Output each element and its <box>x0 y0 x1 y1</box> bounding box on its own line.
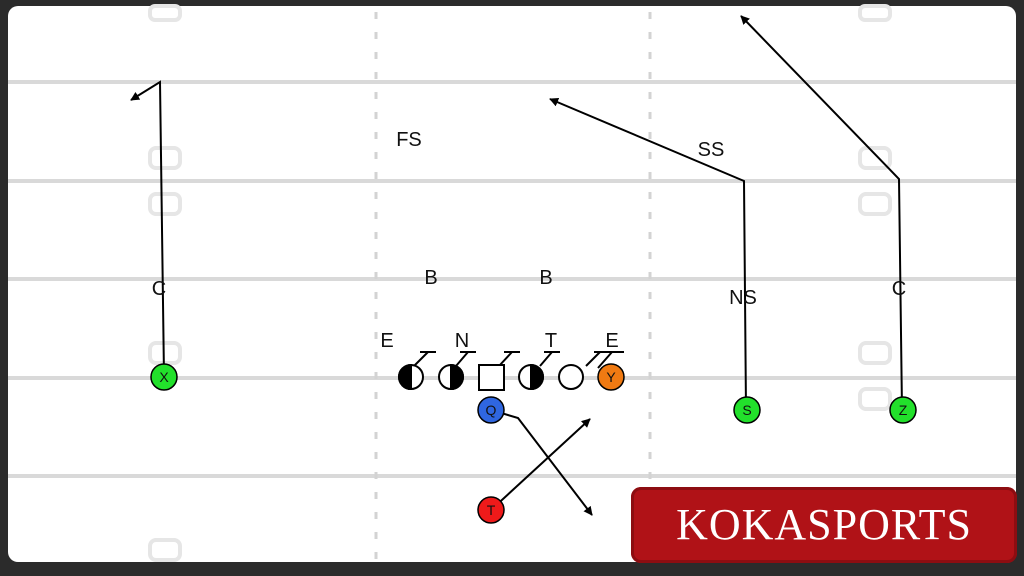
defender-b-left: B <box>424 267 437 289</box>
player-q-label: Q <box>486 402 497 418</box>
defender-n: N <box>455 330 469 352</box>
player-t <box>477 496 505 524</box>
player-y-label: Y <box>606 369 616 385</box>
player-s-label: S <box>742 402 751 418</box>
defender-ns: NS <box>729 287 757 309</box>
yard-number-mark <box>148 4 182 22</box>
player-x-label: X <box>159 369 169 385</box>
player-x <box>150 363 178 391</box>
brand-text: KOKASPORTS <box>676 500 972 549</box>
left-tackle-fill <box>398 363 412 391</box>
defender-b-right: B <box>539 267 552 289</box>
defender-t: T <box>545 330 557 352</box>
block-mark <box>539 351 560 367</box>
yard-lines <box>8 80 1016 478</box>
player-t-label: T <box>487 502 496 518</box>
block-marks <box>413 351 624 369</box>
block-mark <box>597 351 624 369</box>
block-mark <box>455 351 476 367</box>
yard-number-mark <box>858 192 892 216</box>
defender-e-right: E <box>605 330 618 352</box>
player-q <box>477 396 505 424</box>
right-guard-fill <box>530 363 544 391</box>
defender-ss: SS <box>698 139 725 161</box>
yard-number-mark <box>148 146 182 170</box>
yard-number-mark <box>858 146 892 170</box>
block-mark <box>498 351 520 367</box>
left-guard-fill <box>450 363 464 391</box>
yard-number-mark <box>858 4 892 22</box>
yard-number-mark <box>148 538 182 562</box>
yard-number-mark <box>858 387 892 411</box>
defender-c-right: C <box>892 278 906 300</box>
brand-logo: KOKASPORTS <box>631 487 1017 563</box>
yard-number-mark <box>858 341 892 365</box>
field-surface <box>8 6 1016 562</box>
defender-e-left: E <box>380 330 393 352</box>
route-t <box>490 418 591 511</box>
block-mark <box>413 351 436 367</box>
center <box>478 364 505 391</box>
skill-players <box>150 363 917 524</box>
yard-number-marks <box>148 4 892 562</box>
route-s <box>549 98 747 411</box>
route-x <box>130 80 165 377</box>
player-s <box>733 396 761 424</box>
route-z <box>740 15 903 411</box>
defender-c-left: C <box>152 278 166 300</box>
player-z <box>889 396 917 424</box>
yard-number-mark <box>148 192 182 216</box>
player-z-label: Z <box>899 402 908 418</box>
right-tackle <box>558 364 584 390</box>
player-y <box>597 363 625 391</box>
defender-fs: FS <box>396 129 422 151</box>
yard-number-mark <box>148 341 182 365</box>
offensive-line <box>398 363 584 391</box>
